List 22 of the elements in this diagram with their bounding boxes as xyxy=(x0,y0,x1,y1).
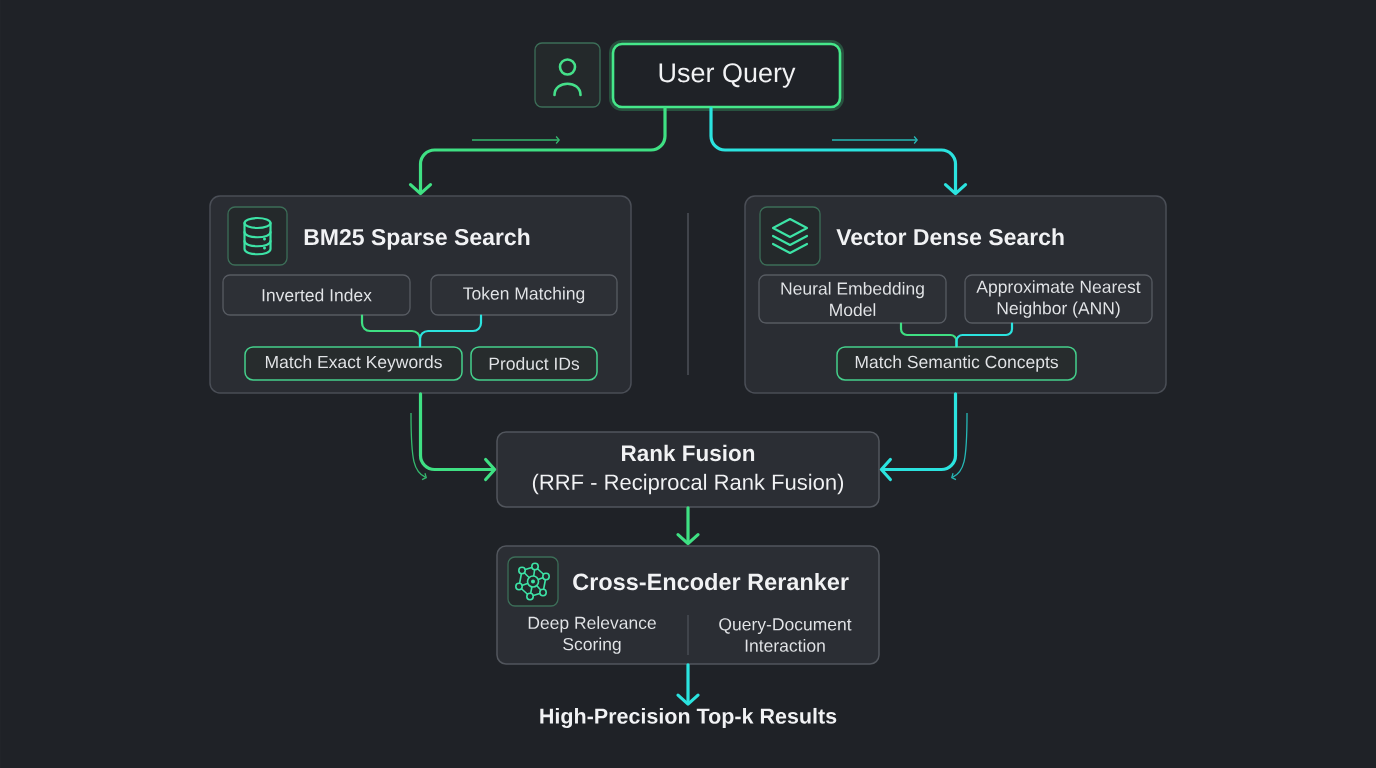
highlight-box: Match Semantic Concepts xyxy=(836,346,1077,381)
text-box: Neural Embedding Model xyxy=(758,274,947,324)
highlight-box: Product IDs xyxy=(470,346,598,381)
arrow xyxy=(879,392,958,482)
arrow xyxy=(676,663,700,706)
text-box: Inverted Index xyxy=(222,274,411,316)
card-text: Deep Relevance Scoring xyxy=(528,616,656,654)
text-box: Token Matching xyxy=(430,274,618,316)
arrow xyxy=(418,392,497,482)
connector-line xyxy=(955,322,1014,348)
panel-title: BM25 Sparse Search xyxy=(304,228,530,250)
card-text: Query-Document Interaction xyxy=(719,618,852,652)
arrow xyxy=(676,506,700,546)
arrow xyxy=(709,106,968,196)
result-text: High-Precision Top-k Results xyxy=(540,707,837,729)
query-box: User Query xyxy=(609,40,844,111)
card-title: Cross-Encoder Reranker xyxy=(573,573,849,591)
highlight-box: Match Exact Keywords xyxy=(244,346,463,381)
arrow xyxy=(408,106,667,196)
process-box: Rank Fusion (RRF - Reciprocal Rank Fusion) xyxy=(496,431,880,508)
panel-title: Vector Dense Search xyxy=(836,228,1064,246)
text-box: Approximate Nearest Neighbor (ANN) xyxy=(964,274,1153,324)
